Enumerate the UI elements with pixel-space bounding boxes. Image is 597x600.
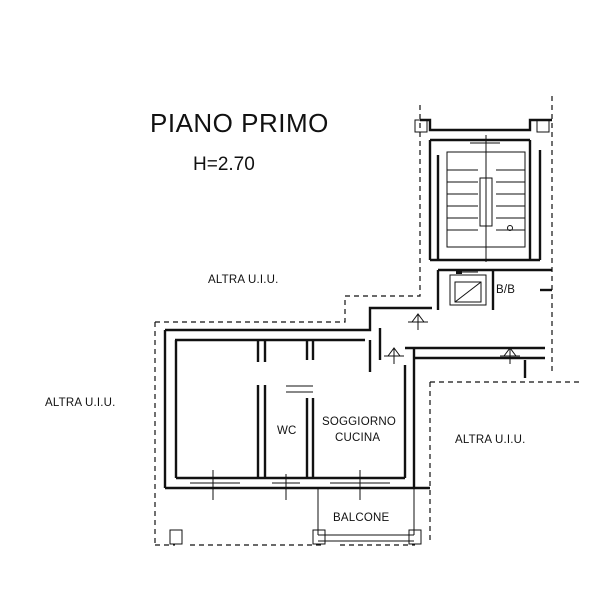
neighbor-unit-top-label: ALTRA U.I.U. [208, 274, 279, 286]
stairwell [420, 118, 552, 310]
structural-pillars [414, 119, 550, 133]
neighbor-unit-right-label: ALTRA U.I.U. [455, 434, 526, 446]
room-label-wc: WC [277, 425, 297, 437]
room-label-balcone: BALCONE [333, 512, 389, 524]
apartment-walls [163, 306, 545, 490]
room-label-soggiorno: SOGGIORNO [322, 416, 396, 428]
ceiling-height: H=2.70 [193, 154, 255, 175]
room-label-bb: B/B [496, 284, 515, 296]
room-label-cucina: CUCINA [335, 432, 380, 444]
property-boundary [154, 96, 580, 546]
radiator-symbols [384, 313, 520, 364]
plan-title: PIANO PRIMO [150, 108, 329, 138]
balcony [169, 488, 422, 545]
windows [190, 470, 390, 500]
neighbor-unit-left-label: ALTRA U.I.U. [45, 397, 116, 409]
